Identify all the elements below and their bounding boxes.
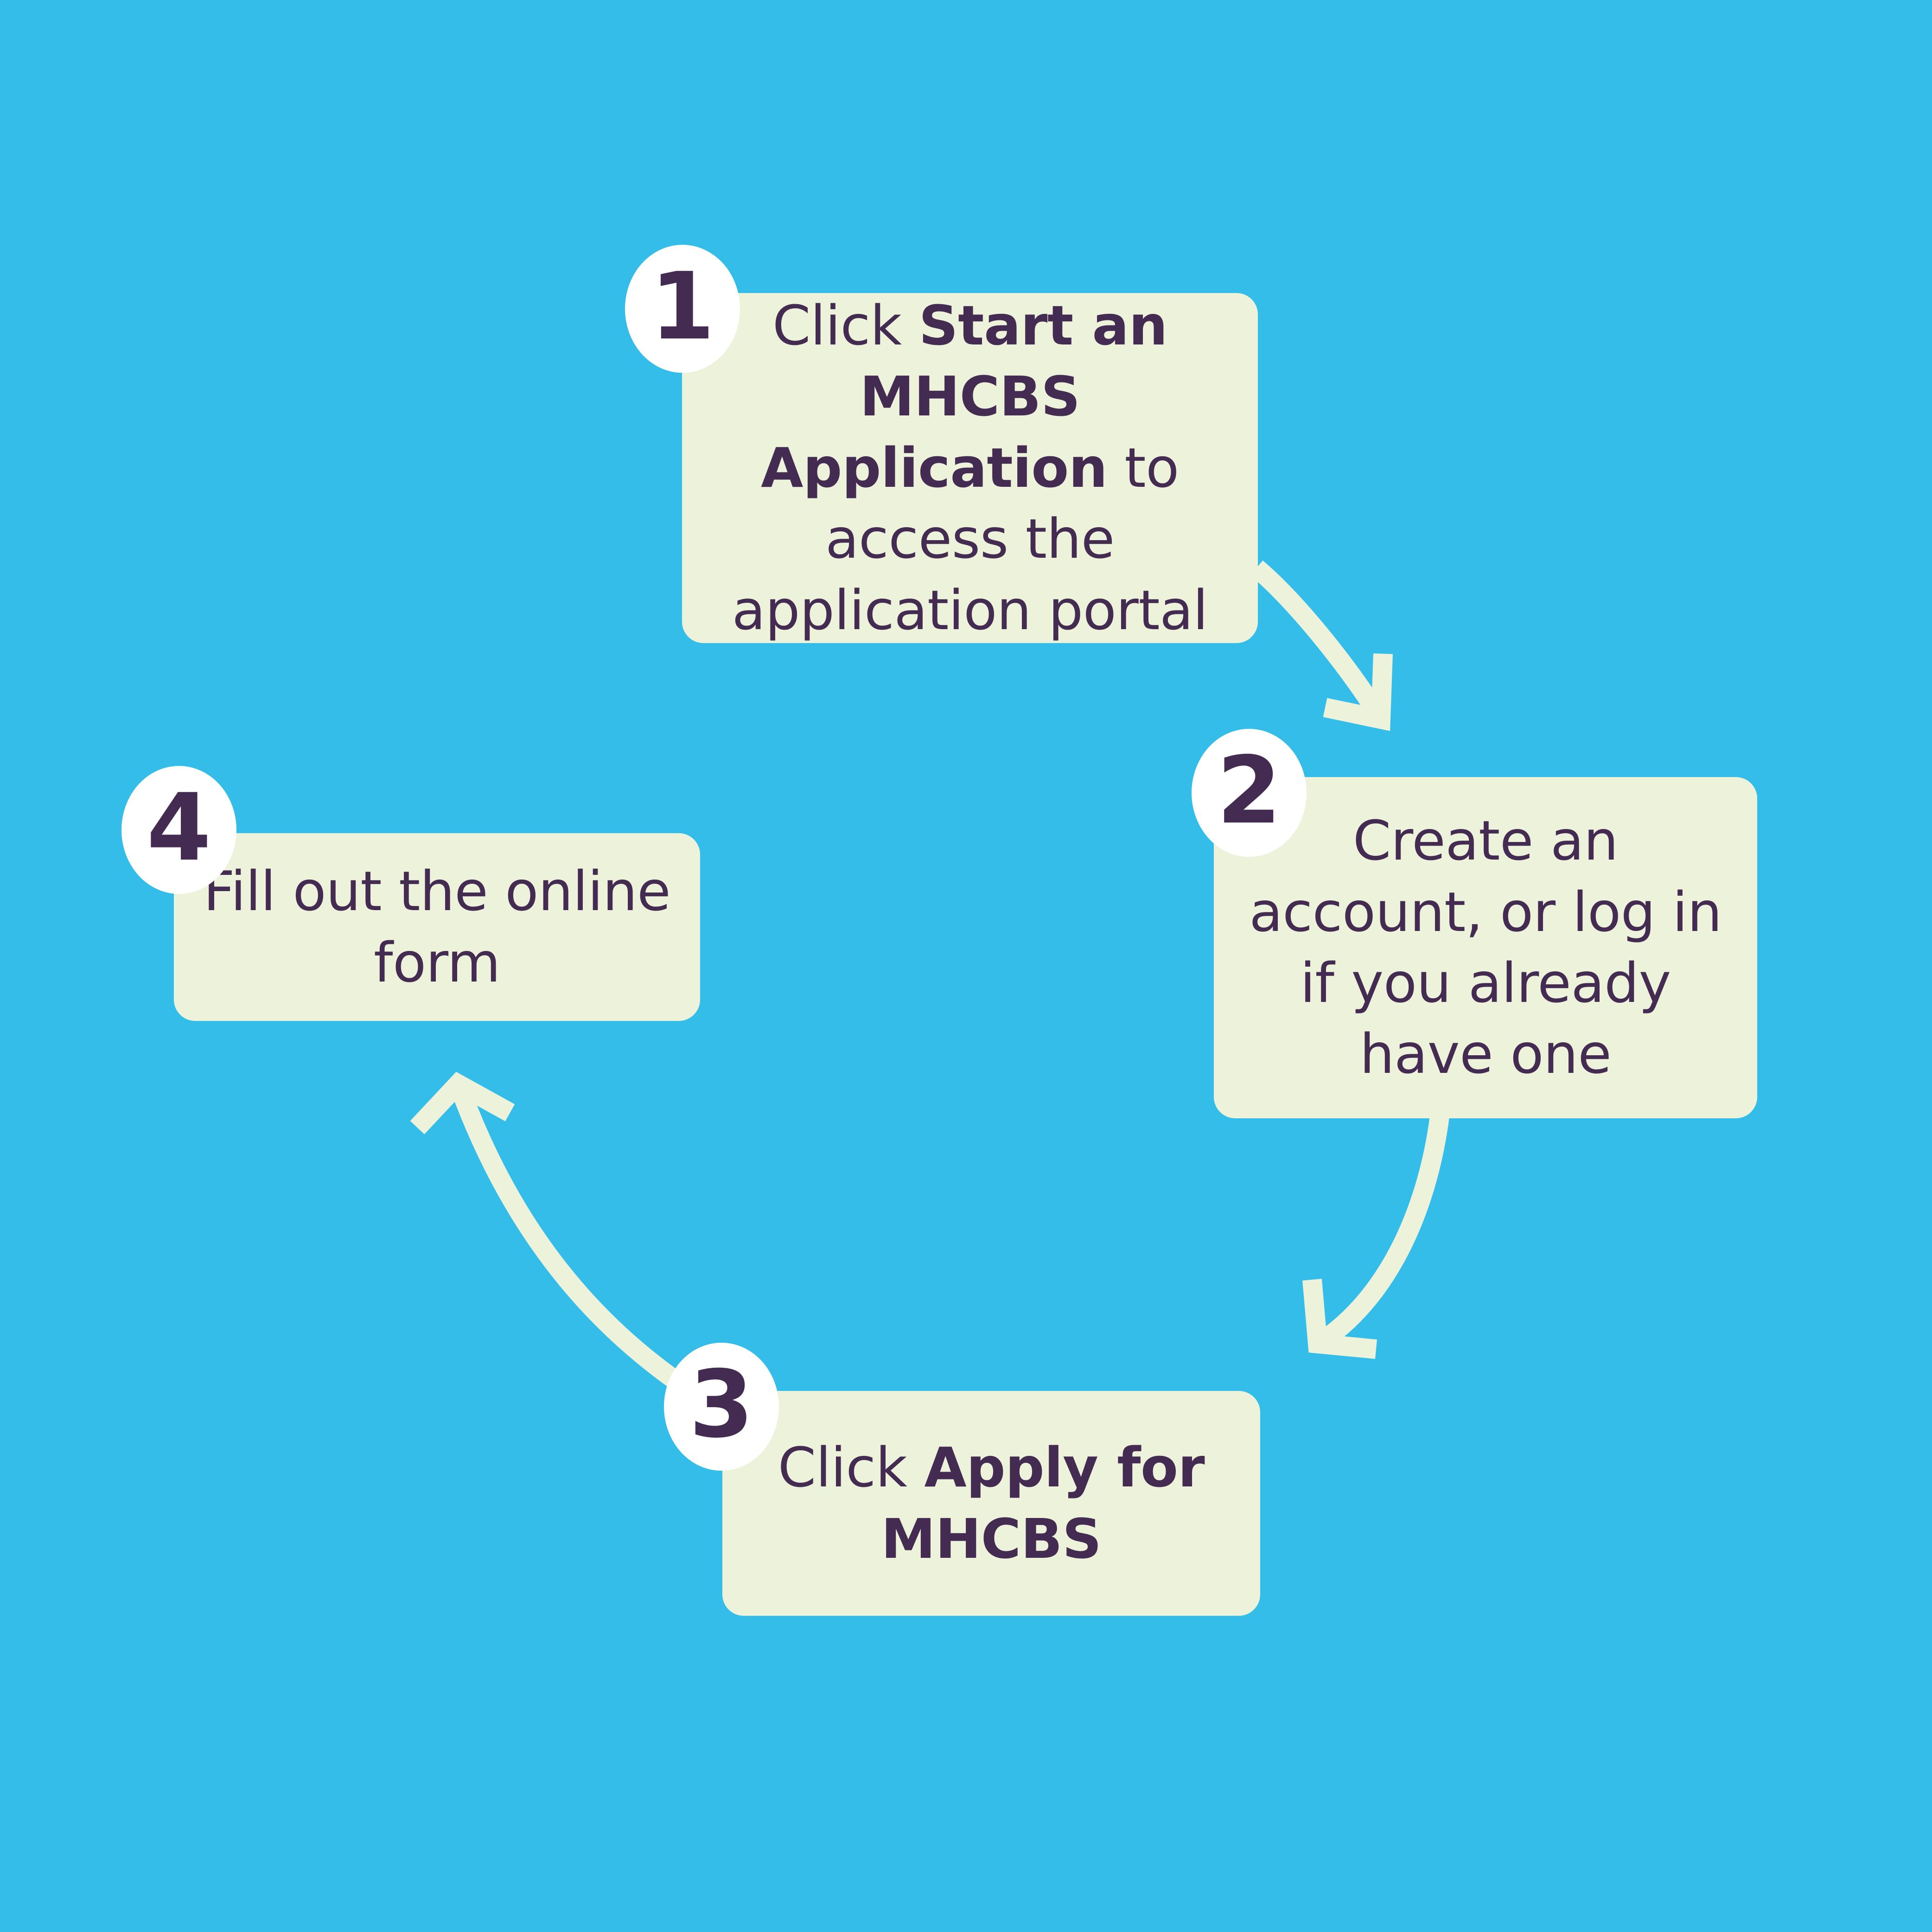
connector-arrow-2-to-3: [1302, 1115, 1449, 1359]
body-text: Fill out the online form: [203, 859, 671, 995]
step-3-label: Click Apply for MHCBS: [722, 1432, 1260, 1575]
emphasis-text: Start an MHCBS Application: [761, 293, 1168, 500]
step-2-number: 2: [1217, 737, 1282, 845]
body-text: to access the application portal: [732, 435, 1208, 642]
step-4-number-badge: 4: [121, 766, 236, 894]
step-4-label: Fill out the online form: [174, 856, 700, 998]
step-3-number-badge: 3: [664, 1343, 779, 1471]
step-4-number: 4: [147, 774, 211, 882]
connector-arrow-1-to-2: [1250, 560, 1393, 731]
step-1-number-badge: 1: [625, 245, 740, 373]
step-1-number: 1: [650, 253, 715, 361]
step-2-card: Create an account, or log in if you alre…: [1214, 777, 1757, 1118]
body-text: Click: [772, 293, 919, 358]
step-3-number: 3: [689, 1351, 754, 1459]
step-2-label: Create an account, or log in if you alre…: [1214, 805, 1757, 1090]
emphasis-text: Apply for MHCBS: [881, 1435, 1205, 1571]
step-1-card: Click Start an MHCBS Application to acce…: [682, 293, 1258, 643]
step-3-card: Click Apply for MHCBS: [722, 1391, 1260, 1616]
step-4-card: Fill out the online form: [174, 833, 700, 1021]
step-1-label: Click Start an MHCBS Application to acce…: [682, 290, 1258, 646]
body-text: Create an account, or log in if you alre…: [1249, 809, 1722, 1086]
body-text: Click: [778, 1435, 925, 1500]
connector-arrow-3-to-4: [410, 1071, 696, 1399]
step-2-number-badge: 2: [1192, 729, 1307, 857]
